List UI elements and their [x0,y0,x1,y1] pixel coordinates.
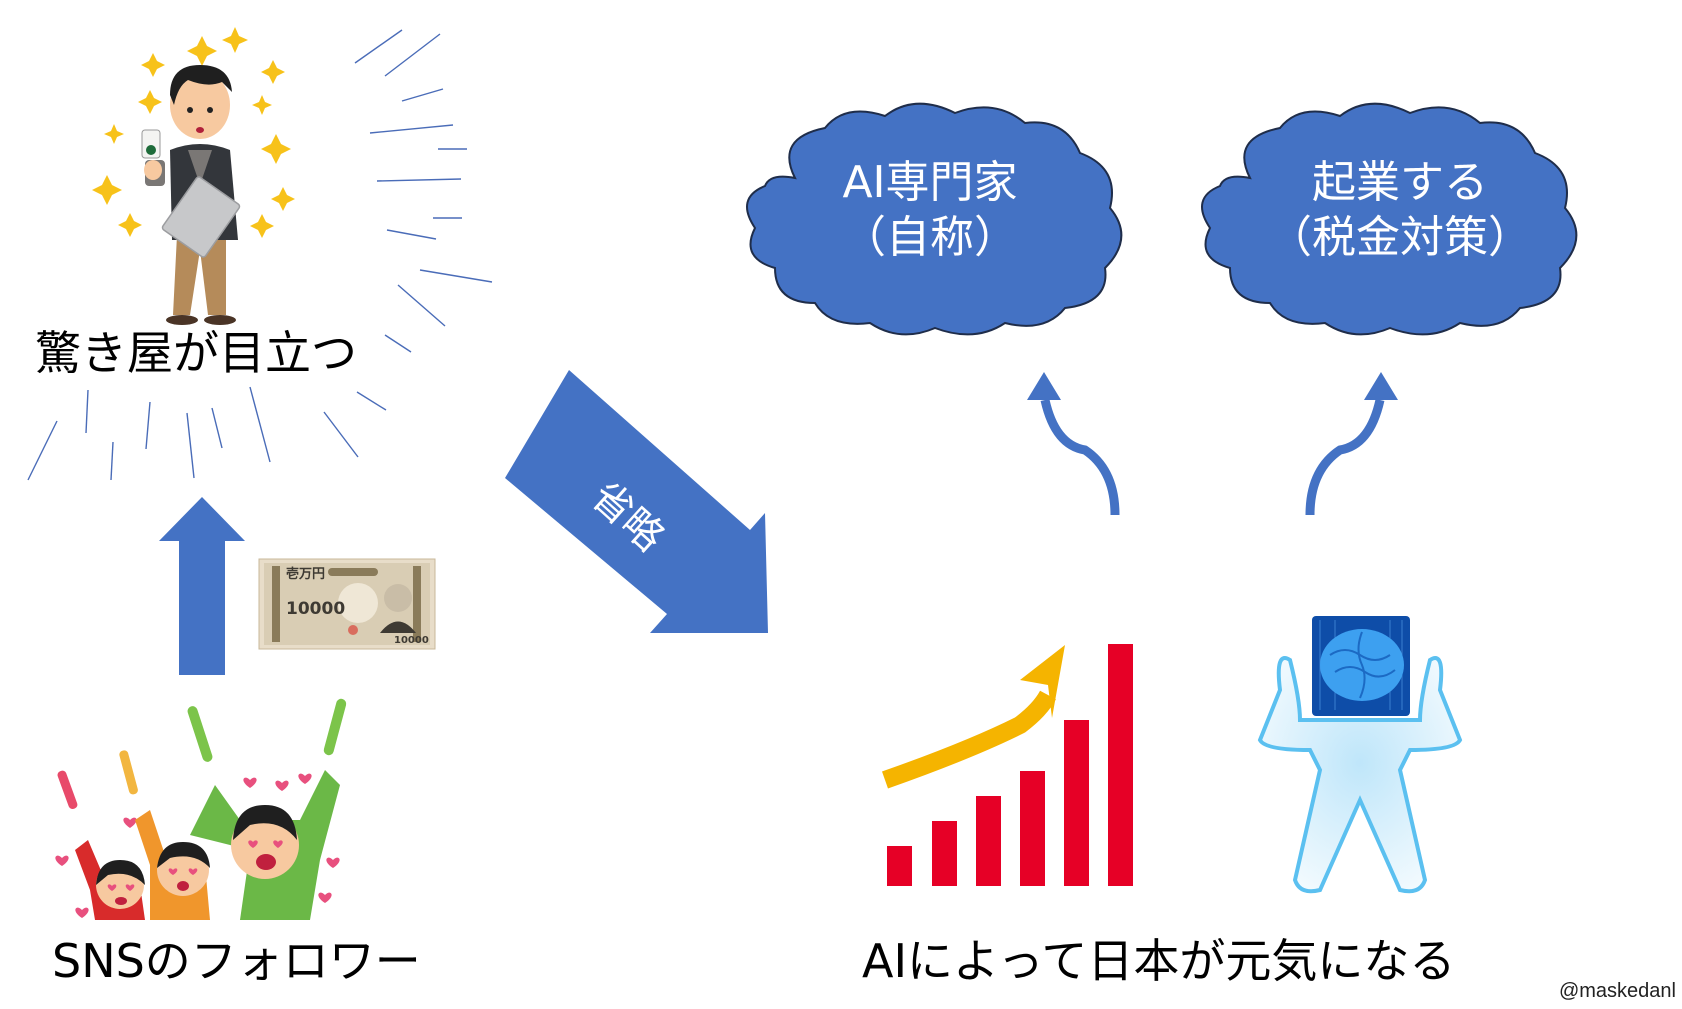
show-off-label: 驚き屋が目立つ [35,326,357,380]
svg-text:10000: 10000 [394,635,429,646]
sparkle-stars-icon [92,27,295,238]
cloud-startup-shape [1201,102,1578,336]
cloud-startup: 起業する （税金対策） [1240,155,1560,265]
cloud-ai-expert-line1: AI専門家 [842,157,1018,208]
svg-text:10000: 10000 [286,599,345,619]
cloud-ai-expert-shape [746,102,1123,336]
curved-arrow-left-icon [1027,372,1120,516]
author-credit: @maskedanl [1558,980,1676,1002]
cheering-fans-illustration [55,698,347,920]
show-off-man-illustration [92,27,295,325]
followers-label: SNSのフォロワー [52,934,421,988]
svg-text:壱万円: 壱万円 [286,566,325,582]
cloud-ai-expert-line2: （自称） [842,212,1018,263]
ai-brain-robot-illustration [1257,616,1463,894]
cloud-ai-expert: AI専門家 （自称） [780,155,1080,265]
banknote-10000-yen-icon: 壱万円 10000 10000 [258,558,436,650]
cloud-startup-line1: 起業する [1312,157,1488,208]
up-arrow-icon [159,497,245,675]
japan-energized-label: AIによって日本が元気になる [862,934,1456,988]
cloud-startup-line2: （税金対策） [1268,212,1532,263]
curved-arrow-right-icon [1305,372,1398,516]
skip-arrow-icon [505,370,768,633]
rising-bar-chart-illustration [882,644,1133,886]
